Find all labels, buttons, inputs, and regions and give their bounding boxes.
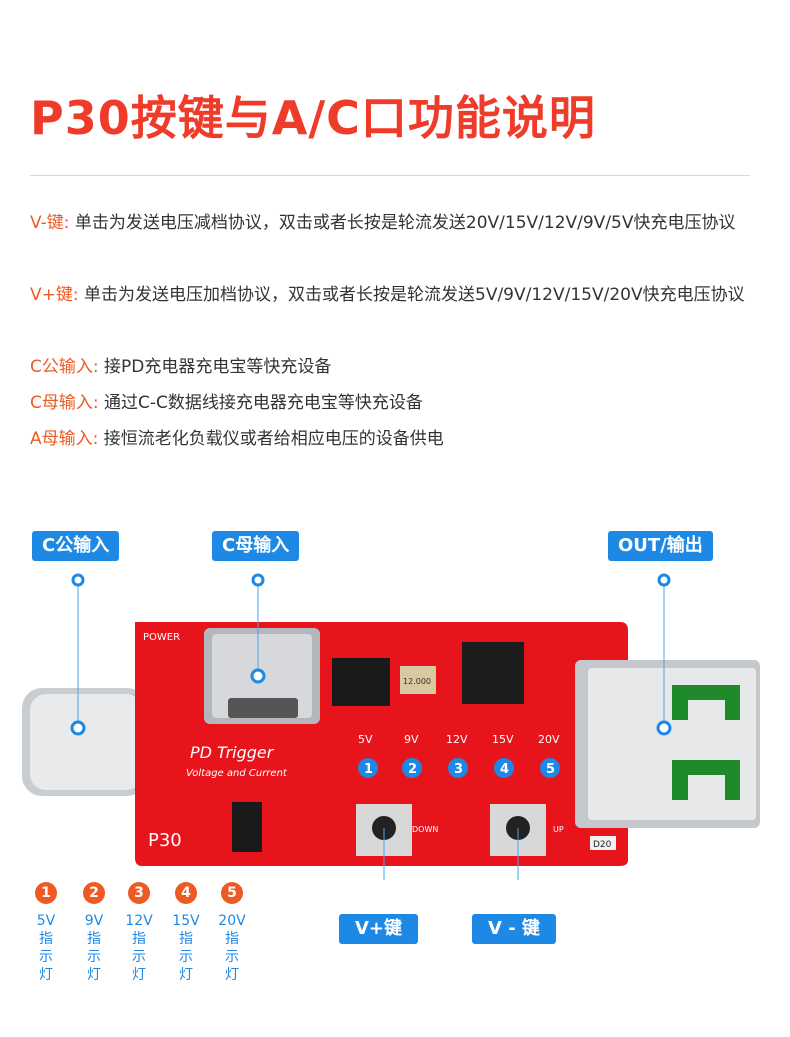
desc-text: 单击为发送电压减档协议，双击或者长按是轮流发送20V/15V/12V/9V/5V… bbox=[69, 213, 736, 233]
chip-code-label: D20 bbox=[593, 840, 612, 850]
desc-c-female: C母输入: 通过C-C数据线接充电器充电宝等快充设备 bbox=[30, 385, 760, 421]
legend-item-5v: 1 5V 指 示 灯 bbox=[28, 882, 64, 984]
legend-char: 灯 bbox=[87, 967, 101, 983]
desc-v-plus: V+键: 单击为发送电压加档协议，双击或者长按是轮流发送5V/9V/12V/15… bbox=[30, 277, 760, 313]
desc-key: C母输入: bbox=[30, 393, 99, 413]
legend-voltage: 20V bbox=[218, 913, 246, 929]
desc-c-male: C公输入: 接PD充电器充电宝等快充设备 bbox=[30, 349, 760, 385]
power-label: POWER bbox=[143, 632, 180, 643]
legend-char: 示 bbox=[87, 949, 101, 965]
led-label-20v: 20V bbox=[538, 733, 560, 746]
out-tag: OUT/输出 bbox=[608, 531, 713, 561]
legend-char: 指 bbox=[87, 931, 101, 947]
led-label-12v: 12V bbox=[446, 733, 468, 746]
chip bbox=[332, 658, 390, 706]
crystal-label: 12.000 bbox=[403, 677, 431, 686]
legend-voltage: 12V bbox=[125, 913, 153, 929]
c-male-input-tag: C公输入 bbox=[32, 531, 120, 561]
v-plus-button-tag: V+键 bbox=[339, 914, 419, 944]
legend-char: 指 bbox=[132, 931, 146, 947]
desc-key: V+键: bbox=[30, 285, 79, 305]
desc-text: 单击为发送电压加档协议，双击或者长按是轮流发送5V/9V/12V/15V/20V… bbox=[78, 285, 745, 305]
desc-key: A母输入: bbox=[30, 429, 99, 449]
legend-char: 示 bbox=[39, 949, 53, 965]
legend-voltage: 15V bbox=[172, 913, 200, 929]
desc-text: 接恒流老化负载仪或者给相应电压的设备供电 bbox=[98, 429, 444, 449]
legend-char: 灯 bbox=[179, 967, 193, 983]
c-female-input-tag: C母输入 bbox=[212, 531, 300, 561]
legend-item-12v: 3 12V 指 示 灯 bbox=[121, 882, 157, 984]
mosfet bbox=[232, 802, 262, 852]
legend-voltage: 9V bbox=[84, 913, 104, 929]
crystal bbox=[400, 666, 436, 694]
led-markers: 1 2 3 4 5 bbox=[358, 758, 560, 778]
legend-item-9v: 2 9V 指 示 灯 bbox=[76, 882, 112, 984]
led-label-15v: 15V bbox=[492, 733, 514, 746]
led-label-5v: 5V bbox=[358, 733, 373, 746]
legend-char: 灯 bbox=[39, 967, 53, 983]
model-label: P30 bbox=[148, 830, 182, 851]
legend-voltage: 5V bbox=[36, 913, 56, 929]
led-number-2: 2 bbox=[408, 762, 417, 777]
led-number-1: 1 bbox=[364, 762, 373, 777]
legend-char: 示 bbox=[179, 949, 193, 965]
down-label: DOWN bbox=[412, 825, 438, 834]
p30-board-illustration: 12.000 POWER PD Trigger Voltage and Curr… bbox=[22, 573, 760, 880]
mcu-chip bbox=[462, 642, 524, 704]
led-number-5: 5 bbox=[546, 762, 555, 777]
legend-item-20v: 5 20V 指 示 灯 bbox=[214, 882, 250, 984]
page-title: P30按键与A/C口功能说明 bbox=[30, 91, 596, 145]
legend-number: 5 bbox=[221, 882, 243, 904]
legend-number: 2 bbox=[83, 882, 105, 904]
v-minus-button-tag: V - 键 bbox=[472, 914, 556, 944]
legend-char: 示 bbox=[225, 949, 239, 965]
led-number-3: 3 bbox=[454, 762, 463, 777]
up-label: UP bbox=[553, 825, 564, 834]
desc-a-female: A母输入: 接恒流老化负载仪或者给相应电压的设备供电 bbox=[30, 421, 760, 457]
legend-char: 指 bbox=[179, 931, 193, 947]
voltage-current-label: Voltage and Current bbox=[186, 768, 288, 779]
pd-trigger-label: PD Trigger bbox=[190, 743, 275, 762]
legend-char: 灯 bbox=[132, 967, 146, 983]
led-number-4: 4 bbox=[500, 762, 509, 777]
legend-number: 1 bbox=[35, 882, 57, 904]
led-label-9v: 9V bbox=[404, 733, 419, 746]
desc-v-minus: V-键: 单击为发送电压减档协议，双击或者长按是轮流发送20V/15V/12V/… bbox=[30, 205, 760, 241]
desc-text: 通过C-C数据线接充电器充电宝等快充设备 bbox=[98, 393, 423, 413]
legend-char: 示 bbox=[132, 949, 146, 965]
legend-item-15v: 4 15V 指 示 灯 bbox=[168, 882, 204, 984]
desc-key: C公输入: bbox=[30, 357, 99, 377]
desc-key: V-键: bbox=[30, 213, 70, 233]
legend-number: 4 bbox=[175, 882, 197, 904]
desc-text: 接PD充电器充电宝等快充设备 bbox=[98, 357, 332, 377]
divider bbox=[30, 175, 750, 176]
legend-char: 指 bbox=[225, 931, 239, 947]
legend-char: 指 bbox=[39, 931, 53, 947]
legend-char: 灯 bbox=[225, 967, 239, 983]
usb-a-female-port bbox=[575, 660, 760, 828]
legend-number: 3 bbox=[128, 882, 150, 904]
